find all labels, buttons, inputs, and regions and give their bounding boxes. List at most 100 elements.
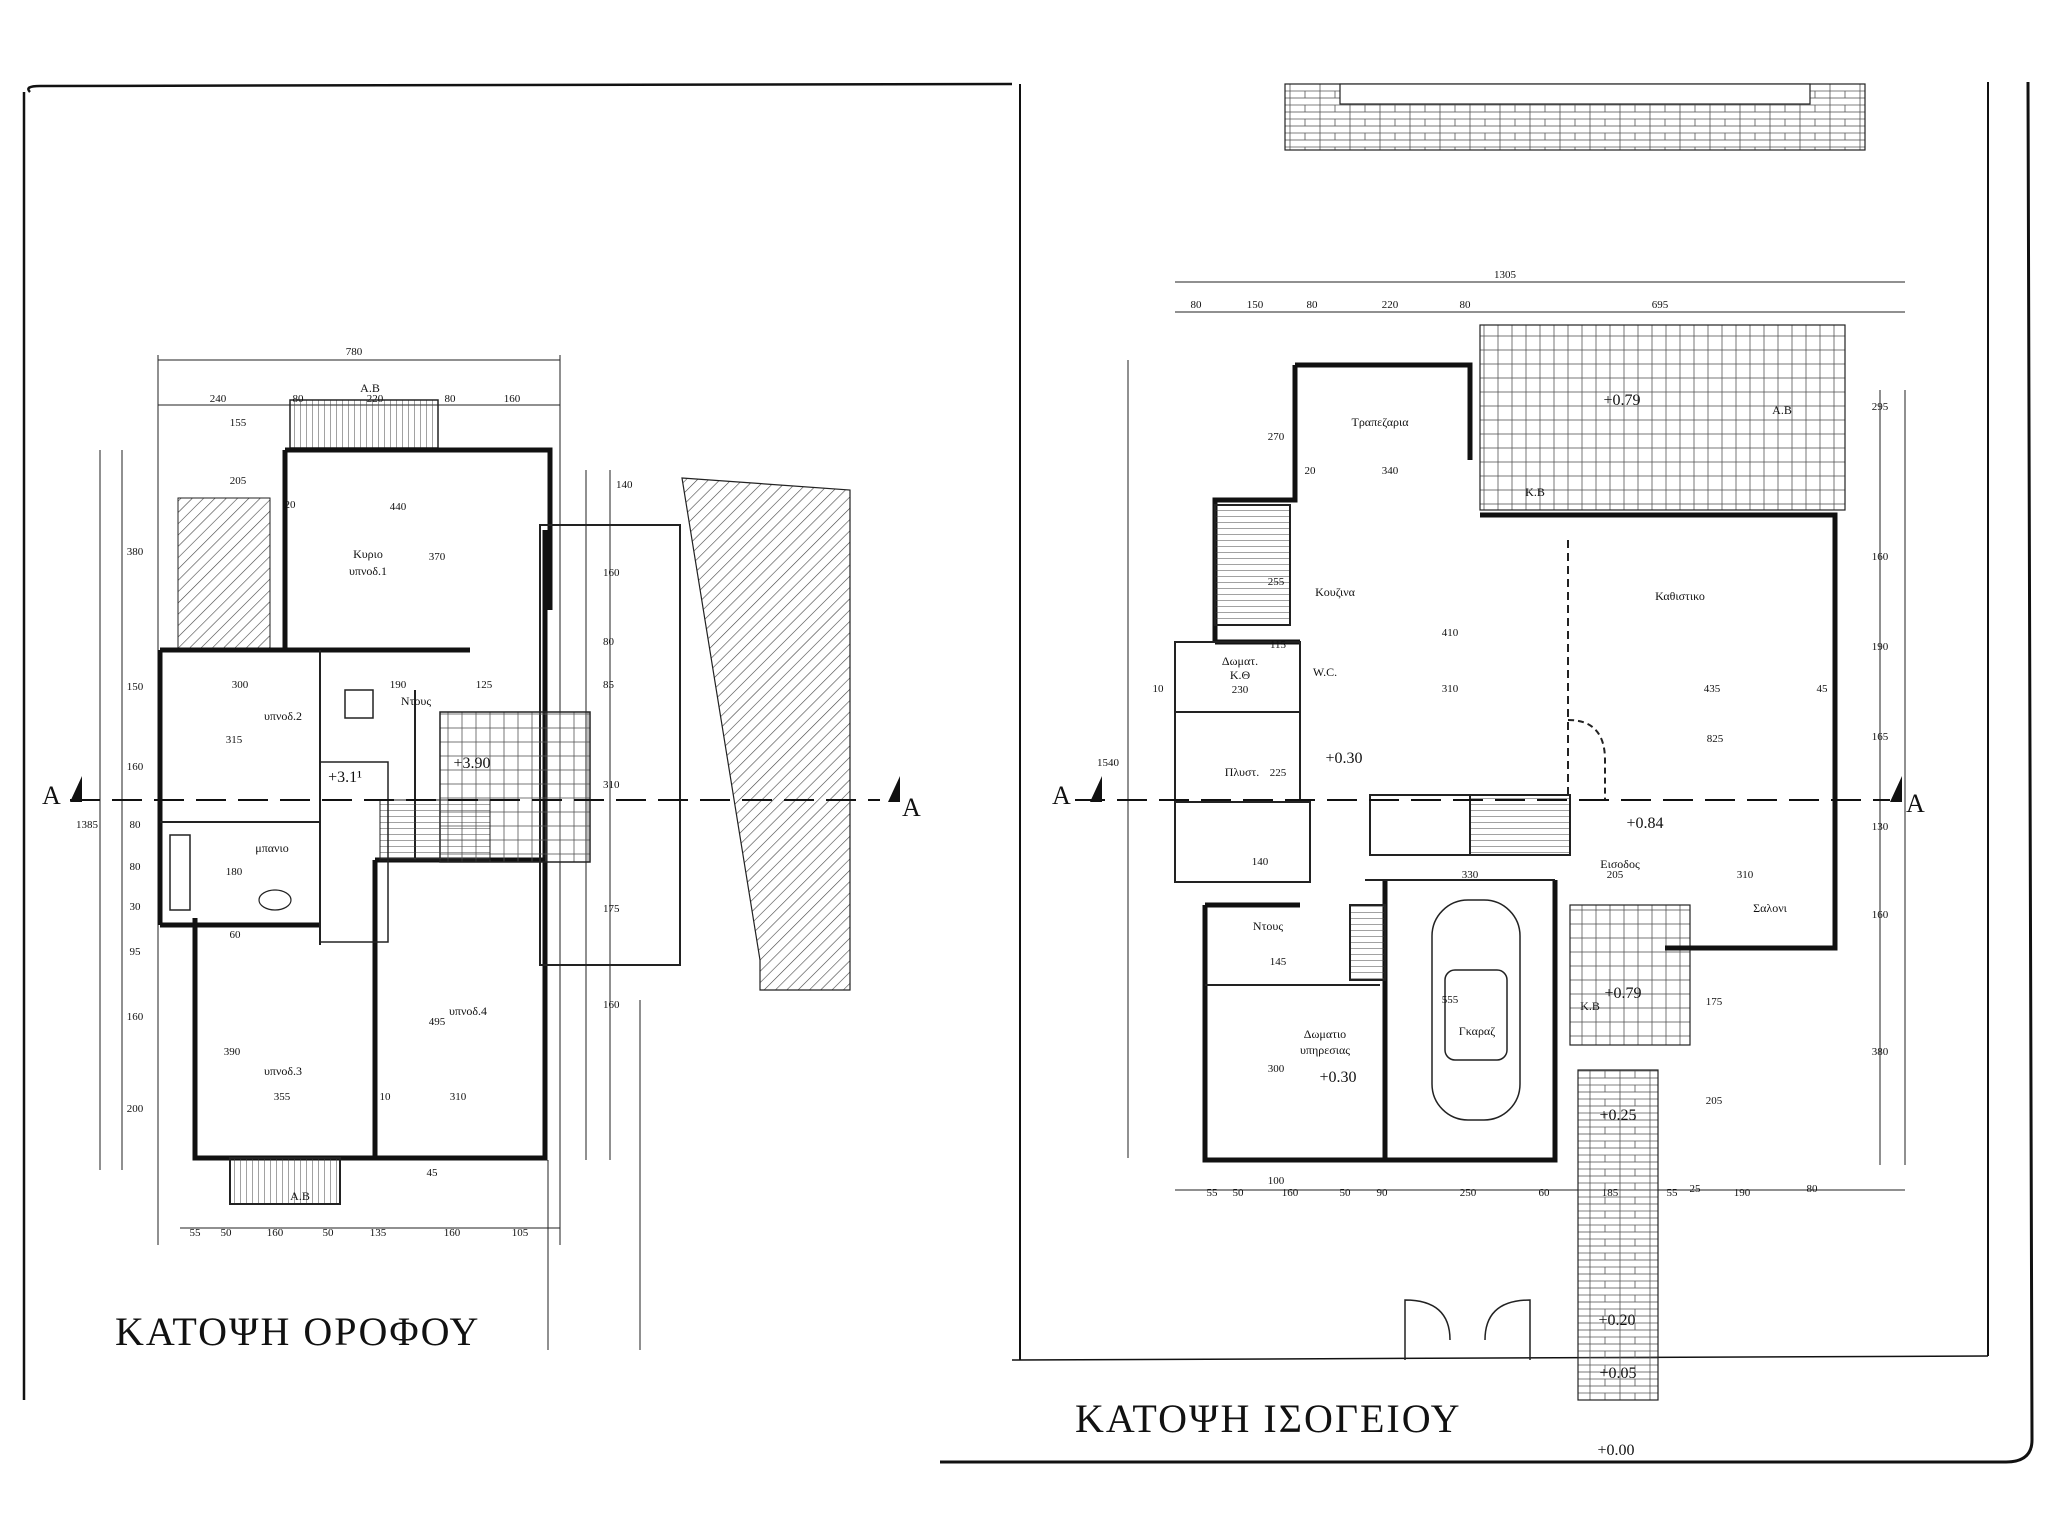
dim-ground-interior: 205 [1706,1095,1723,1107]
level-entry-porch: +0.79 [1604,985,1641,1002]
dim-upper-left: 80 [130,861,142,873]
walkway-paving [1577,1069,1659,1401]
section-marker-label: A [902,793,921,822]
dim-upper-interior: 315 [226,734,243,746]
room-label-master-1: Κυριο [353,547,383,561]
upper-stair-run [319,761,389,943]
dim-upper-interior: 60 [230,929,242,941]
room-label-bedroom4: υπνοδ.4 [449,1004,487,1018]
upper-walls [157,447,553,1161]
dim-upper-right: 80 [603,636,615,648]
room-label-living: Καθιστικο [1655,589,1705,603]
dim-upper-left: 80 [130,819,142,831]
dim-ground-interior: 145 [1270,956,1287,968]
gate-door-right [1484,1299,1531,1360]
ground-section-marker-left: A [1052,776,1102,810]
dim-ground-total-width: 1305 [1494,269,1517,281]
dim-ground-interior: 20 [1305,465,1317,477]
dim-upper-right: 85 [603,679,615,691]
dim-ground-top: 150 [1247,299,1264,311]
room-label-balcony-bottom: Α.Β [290,1189,310,1203]
dim-ground-bottom: 50 [1233,1187,1245,1199]
upper-section-marker-right: A [888,776,921,822]
dim-upper-interior: 440 [390,501,407,513]
entry-porch-tiles [1569,904,1691,1046]
room-label-flowerbed-2: Κ.Β [1580,999,1600,1013]
ground-dims-right: 295 160 190 165 130 160 380 [1872,401,1889,1058]
level-living: +0.84 [1626,815,1663,832]
ground-partitions [1174,504,1606,986]
dim-upper-interior: 190 [390,679,407,691]
dim-upper-bottom: 50 [221,1227,233,1239]
room-label-service-1: Δωματιο [1304,1027,1346,1041]
dim-ground-bottom: 55 [1207,1187,1219,1199]
roof-tiles-left [177,497,271,649]
section-marker-label: A [42,781,61,810]
ground-floor-plan: Τραπεζαρια Κουζινα Καθιστικο Σαλονι Γκαρ… [1052,83,1925,1459]
dim-upper-top: 80 [293,393,305,405]
dim-ground-interior: 100 [1268,1175,1285,1187]
level-gate: +0.20 [1598,1312,1635,1329]
dim-upper-left: 160 [127,761,144,773]
dim-ground-interior: 230 [1232,684,1249,696]
dim-ground-interior: 270 [1268,431,1285,443]
dim-ground-bottom: 90 [1377,1187,1389,1199]
dim-ground-interior: 435 [1704,683,1721,695]
dim-ground-interior: 555 [1442,994,1459,1006]
ground-dims-interior: 270 340 255 410 310 435 825 330 205 310 … [1153,431,1829,1187]
gate-door-left [1404,1299,1451,1360]
room-label-balcony: Α.Β [1772,403,1792,417]
upper-floor-title: ΚΑΤΟΨΗ ΟΡΟΦΟΥ [115,1309,480,1354]
upper-balcony-top [289,399,439,449]
ground-dims-bottom: 55 50 160 50 90 250 60 185 55 25 190 80 [1207,1183,1819,1199]
room-label-boiler-2: Κ.Θ [1230,668,1251,682]
dim-upper-top: 160 [504,393,521,405]
room-label-bathroom: μπανιο [255,841,288,855]
dim-ground-interior: 330 [1462,869,1479,881]
level-landing: +3.90 [453,755,490,772]
section-marker-label: A [1052,781,1071,810]
dim-upper-interior: 300 [232,679,249,691]
dim-upper-interior: 180 [226,866,243,878]
upper-dims-bottom: 55 50 160 50 135 160 105 [190,1227,529,1239]
dim-upper-interior: 370 [429,551,446,563]
dim-upper-top: 80 [445,393,457,405]
dim-ground-interior: 300 [1268,1063,1285,1075]
dim-upper-right: 175 [603,903,620,915]
dim-ground-bottom: 60 [1539,1187,1551,1199]
dim-upper-interior: 390 [224,1046,241,1058]
dim-ground-interior: 310 [1737,869,1754,881]
dim-upper-interior: 310 [450,1091,467,1103]
dim-ground-bottom: 185 [1602,1187,1619,1199]
dim-ground-bottom: 190 [1734,1187,1751,1199]
sheet-border [22,81,2034,1464]
car-outline [1431,899,1521,1121]
dim-ground-interior: 825 [1707,733,1724,745]
dim-upper-total-height: 1385 [76,819,99,831]
dim-upper-left: 380 [127,546,144,558]
room-label-wc: W.C. [1313,665,1337,679]
dim-ground-interior: 45 [1817,683,1829,695]
dim-upper-left: 160 [127,1011,144,1023]
dim-upper-top: 220 [367,393,384,405]
dim-upper-interior: 495 [429,1016,446,1028]
dim-ground-right: 380 [1872,1046,1889,1058]
room-label-garage: Γκαραζ [1459,1024,1495,1038]
upper-partitions [160,524,681,1205]
dim-upper-top: 240 [210,393,227,405]
level-stair: +3.1¹ [328,769,362,786]
ground-dimension-lines [1127,281,1906,1191]
dim-ground-interior: 175 [1706,996,1723,1008]
dim-upper-bottom: 105 [512,1227,529,1239]
dim-ground-top: 695 [1652,299,1669,311]
dim-upper-interior: 45 [427,1167,439,1179]
dim-upper-interior: 125 [476,679,493,691]
dim-upper-right: 310 [603,779,620,791]
upper-dims-top: 240 80 220 80 160 [210,393,521,405]
dim-upper-bottom: 160 [267,1227,284,1239]
upper-stair [379,799,491,861]
dim-ground-top: 220 [1382,299,1399,311]
room-label-flowerbed: Κ.Β [1525,485,1545,499]
dim-upper-total-width: 780 [346,346,363,358]
level-step: +0.05 [1599,1365,1636,1382]
